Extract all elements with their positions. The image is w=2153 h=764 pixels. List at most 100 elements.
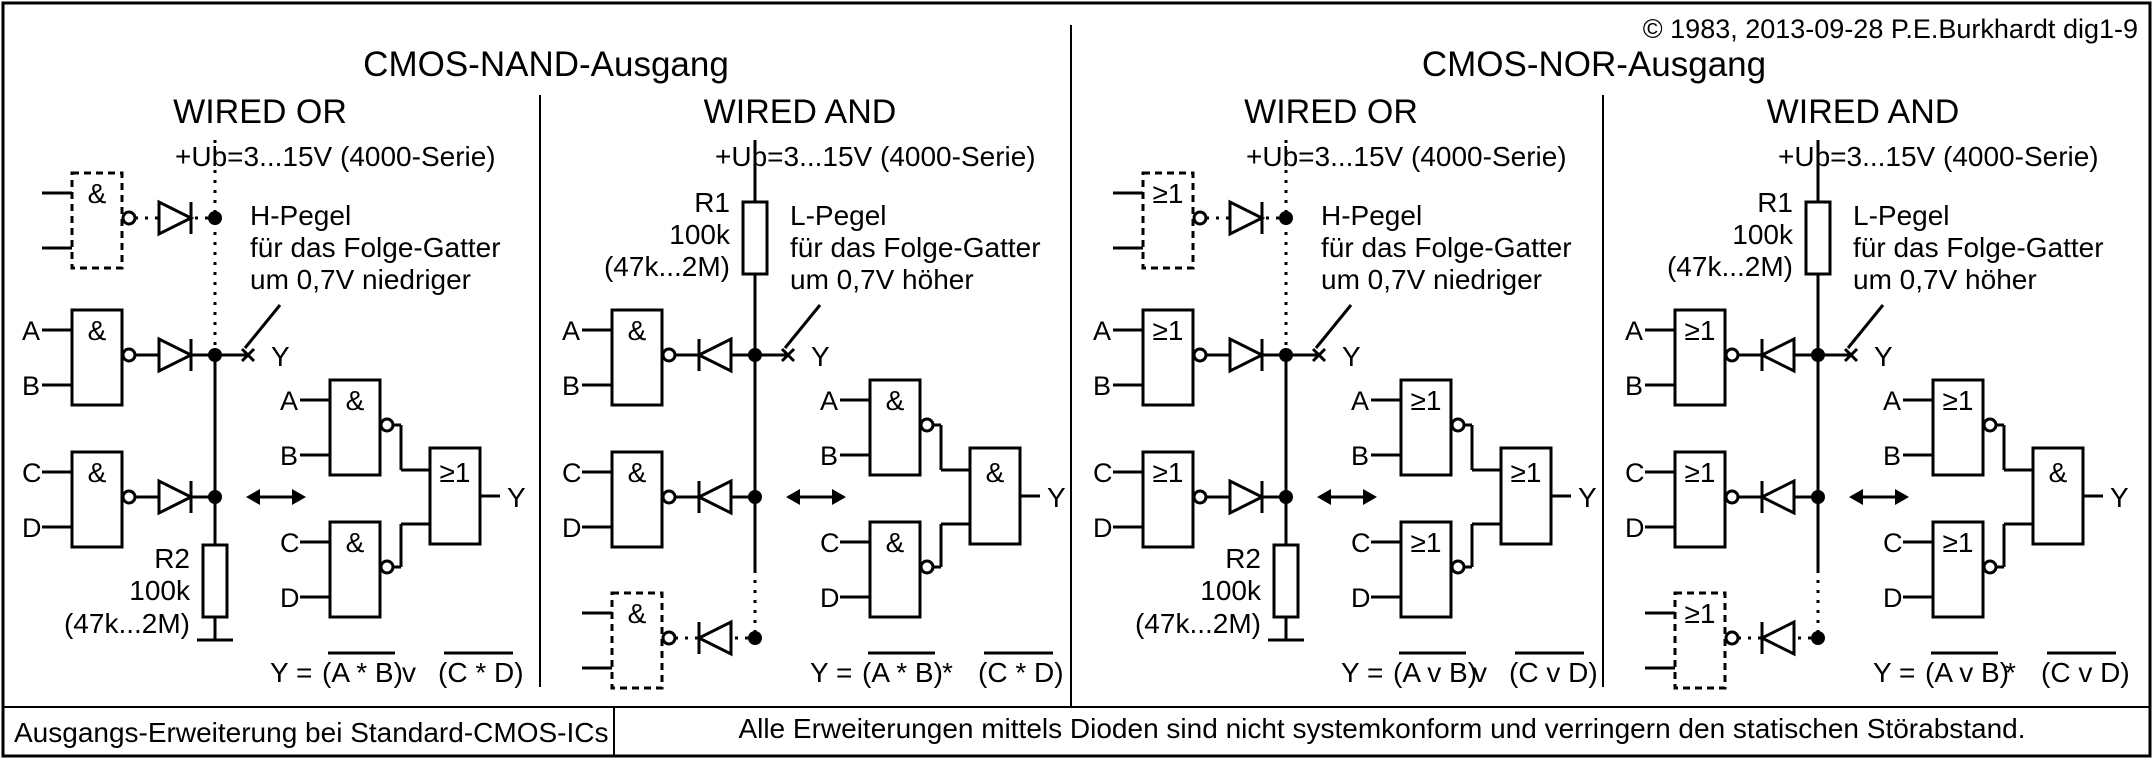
equiv-gate-ab-symbol: ≥1 xyxy=(1943,385,1974,416)
output-cross-2 xyxy=(780,347,796,363)
supply-label: +Ub=3...15V (4000-Serie) xyxy=(1778,141,2099,172)
r2-value: 100k xyxy=(1200,575,1262,606)
r2-name: R2 xyxy=(154,543,190,574)
r2-range: (47k...2M) xyxy=(64,608,190,639)
note-line-3: um 0,7V höher xyxy=(790,264,974,295)
gate-ab-label-1: A xyxy=(562,316,580,346)
gate-cd-inverter xyxy=(1724,489,1740,505)
diode-ab-body xyxy=(695,336,733,374)
diode-ab-body xyxy=(1228,336,1266,374)
equiv-gate-ab-inverter xyxy=(919,417,935,433)
node-extension xyxy=(1811,631,1825,645)
section-title-nand: CMOS-NAND-Ausgang xyxy=(363,45,729,84)
gate-cd-body xyxy=(1141,450,1195,549)
gate-ab-inverter xyxy=(121,347,137,363)
panel-heading: WIRED AND xyxy=(704,93,897,131)
r1-value: 100k xyxy=(1732,219,1794,250)
gate-extension-symbol: ≥1 xyxy=(1153,178,1184,209)
formula-prefix: Y = xyxy=(270,657,312,688)
equiv-gate-cd-label-1: C xyxy=(280,528,300,558)
formula-operator: * xyxy=(942,657,953,688)
equiv-gate-cd-symbol: & xyxy=(886,527,905,558)
gate-ab-label-2: B xyxy=(562,371,580,401)
r1-body xyxy=(1804,200,1832,276)
copyright-text: © 1983, 2013-09-28 P.E.Burkhardt dig1-9 xyxy=(1643,14,2138,44)
gate-extension-inverter xyxy=(1724,630,1740,646)
note-pointer xyxy=(1314,304,1353,349)
note-line-3: um 0,7V höher xyxy=(1853,264,2037,295)
gate-extension-inverter xyxy=(661,630,677,646)
equiv-gate-cd-label-1: C xyxy=(820,528,840,558)
panel-nor-wired-or: WIRED OR+Ub=3...15V (4000-Serie)H-Pegelf… xyxy=(1093,93,1598,688)
diode-ab-body xyxy=(157,336,195,374)
diode-cd-body xyxy=(695,478,733,516)
diode-cd-body xyxy=(157,478,195,516)
equiv-gate-cd-inverter xyxy=(1450,559,1466,575)
equiv-gate-ab-inverter xyxy=(1450,417,1466,433)
r1-body xyxy=(741,200,769,276)
gate-extension-symbol: ≥1 xyxy=(1685,598,1716,629)
diode-extension-body xyxy=(1758,619,1796,657)
diode-extension-body xyxy=(695,619,733,657)
r2-range: (47k...2M) xyxy=(1135,608,1261,639)
gate-extension-body xyxy=(610,591,664,690)
equivalence-arrow-left xyxy=(1849,489,1863,505)
node-extension xyxy=(748,631,762,645)
combine-gate-symbol: ≥1 xyxy=(440,457,471,488)
r1-range: (47k...2M) xyxy=(1667,251,1793,282)
gate-ab-inverter xyxy=(1724,347,1740,363)
note-line-2: für das Folge-Gatter xyxy=(1853,232,2104,263)
output-label: Y xyxy=(1874,341,1893,372)
output-label: Y xyxy=(811,341,830,372)
output-cross-2 xyxy=(1311,347,1327,363)
panel-heading: WIRED OR xyxy=(1244,93,1418,131)
r1-value: 100k xyxy=(669,219,731,250)
equiv-gate-cd-label-1: C xyxy=(1351,528,1371,558)
gate-extension-symbol: & xyxy=(88,178,107,209)
gate-ab-body xyxy=(1141,308,1195,407)
equiv-gate-cd-label-2: D xyxy=(1883,583,1903,613)
note-line-3: um 0,7V niedriger xyxy=(1321,264,1542,295)
combine-output-label: Y xyxy=(1578,482,1597,513)
r2-value: 100k xyxy=(129,575,191,606)
node-cd xyxy=(208,490,222,504)
formula-term-1: (A * B) xyxy=(862,657,943,688)
equiv-gate-cd-body xyxy=(1399,520,1453,619)
gate-cd-symbol: & xyxy=(628,457,647,488)
supply-label: +Ub=3...15V (4000-Serie) xyxy=(715,141,1036,172)
equiv-gate-cd-body xyxy=(868,520,922,619)
note-pointer xyxy=(243,304,282,349)
equiv-gate-ab-body xyxy=(328,378,382,477)
equiv-gate-ab-symbol: ≥1 xyxy=(1411,385,1442,416)
note-line-3: um 0,7V niedriger xyxy=(250,264,471,295)
equivalence-arrow-left xyxy=(1317,489,1331,505)
gate-extension-inverter xyxy=(121,210,137,226)
r1-range: (47k...2M) xyxy=(604,251,730,282)
node-cd xyxy=(1279,490,1293,504)
diode-cd-body xyxy=(1758,478,1796,516)
gate-cd-inverter xyxy=(121,489,137,505)
footer-note: Alle Erweiterungen mittels Dioden sind n… xyxy=(738,713,2025,744)
gate-cd-body xyxy=(1673,450,1727,549)
panel-nand-wired-or: WIRED OR+Ub=3...15V (4000-Serie)H-Pegelf… xyxy=(22,93,526,688)
formula-operator: v xyxy=(402,657,416,688)
equiv-gate-ab-inverter xyxy=(379,417,395,433)
gate-cd-label-1: C xyxy=(1625,458,1645,488)
output-label: Y xyxy=(271,341,290,372)
gate-ab-label-1: A xyxy=(22,316,40,346)
gate-ab-inverter xyxy=(661,347,677,363)
footer-caption: Ausgangs-Erweiterung bei Standard-CMOS-I… xyxy=(14,717,608,748)
gate-cd-label-2: D xyxy=(1625,513,1645,543)
supply-label: +Ub=3...15V (4000-Serie) xyxy=(175,141,496,172)
equiv-gate-cd-inverter xyxy=(1982,559,1998,575)
gate-cd-symbol: & xyxy=(88,457,107,488)
formula-operator: v xyxy=(1473,657,1487,688)
diode-cd-body xyxy=(1228,478,1266,516)
formula-term-2: (C * D) xyxy=(438,657,524,688)
equiv-gate-cd-symbol: ≥1 xyxy=(1943,527,1974,558)
note-line-1: H-Pegel xyxy=(1321,200,1422,231)
node-cd xyxy=(748,490,762,504)
note-line-2: für das Folge-Gatter xyxy=(1321,232,1572,263)
r2-body xyxy=(1272,543,1300,619)
equiv-gate-ab-label-1: A xyxy=(1883,386,1901,416)
